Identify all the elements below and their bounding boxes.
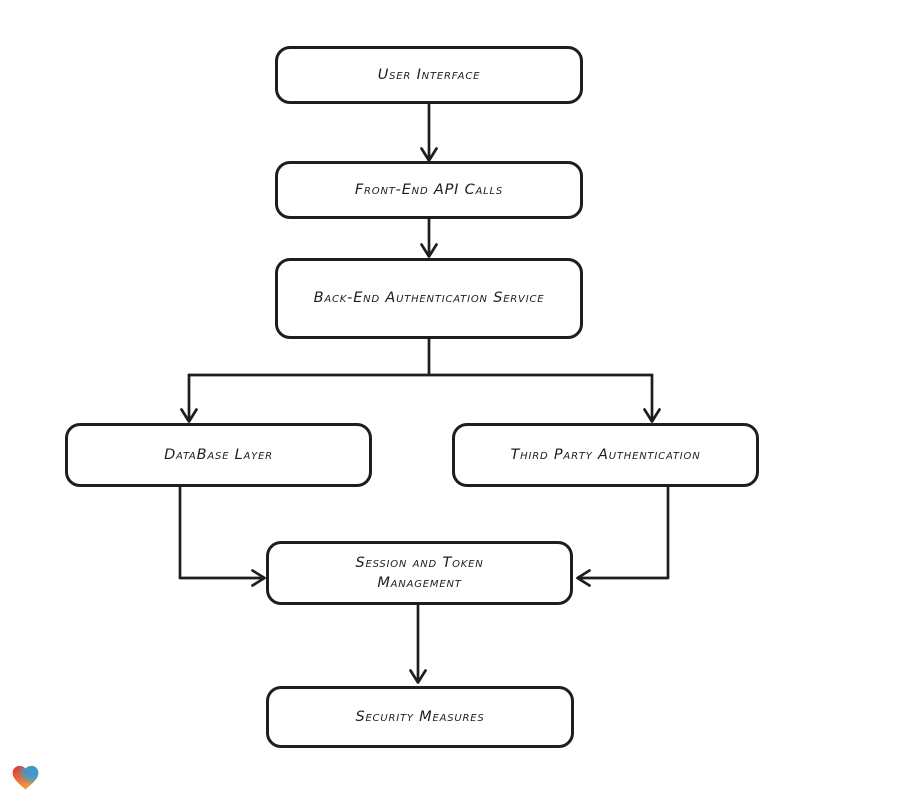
edge-database-to-session <box>178 485 266 587</box>
node-front-end-api-calls-label: Front-End API Calls <box>354 181 504 198</box>
node-security-measures-label: Security Measures <box>355 708 485 725</box>
node-front-end-api-calls: Front-End API Calls <box>275 161 583 219</box>
node-third-party-authentication: Third Party Authentication <box>452 423 759 487</box>
node-session-and-token-management-label: Session and Token Management <box>355 554 484 591</box>
edge-frontend-to-backend <box>420 217 438 258</box>
node-user-interface-label: User Interface <box>377 66 481 83</box>
node-user-interface: User Interface <box>275 46 583 104</box>
node-database-layer: DataBase Layer <box>65 423 372 487</box>
node-third-party-authentication-label: Third Party Authentication <box>510 446 701 463</box>
node-security-measures: Security Measures <box>266 686 574 748</box>
edge-thirdparty-to-session <box>576 485 670 587</box>
gradient-heart-icon <box>12 765 39 790</box>
edge-backend-branch <box>180 337 661 423</box>
node-database-layer-label: DataBase Layer <box>164 446 273 463</box>
heart-logo-badge[interactable] <box>10 762 41 793</box>
edge-ui-to-frontend <box>420 102 438 162</box>
node-back-end-authentication-service: Back-End Authentication Service <box>275 258 583 339</box>
edge-session-to-security <box>409 602 427 684</box>
node-back-end-authentication-service-label: Back-End Authentication Service <box>313 290 545 307</box>
node-session-and-token-management: Session and Token Management <box>266 541 573 605</box>
